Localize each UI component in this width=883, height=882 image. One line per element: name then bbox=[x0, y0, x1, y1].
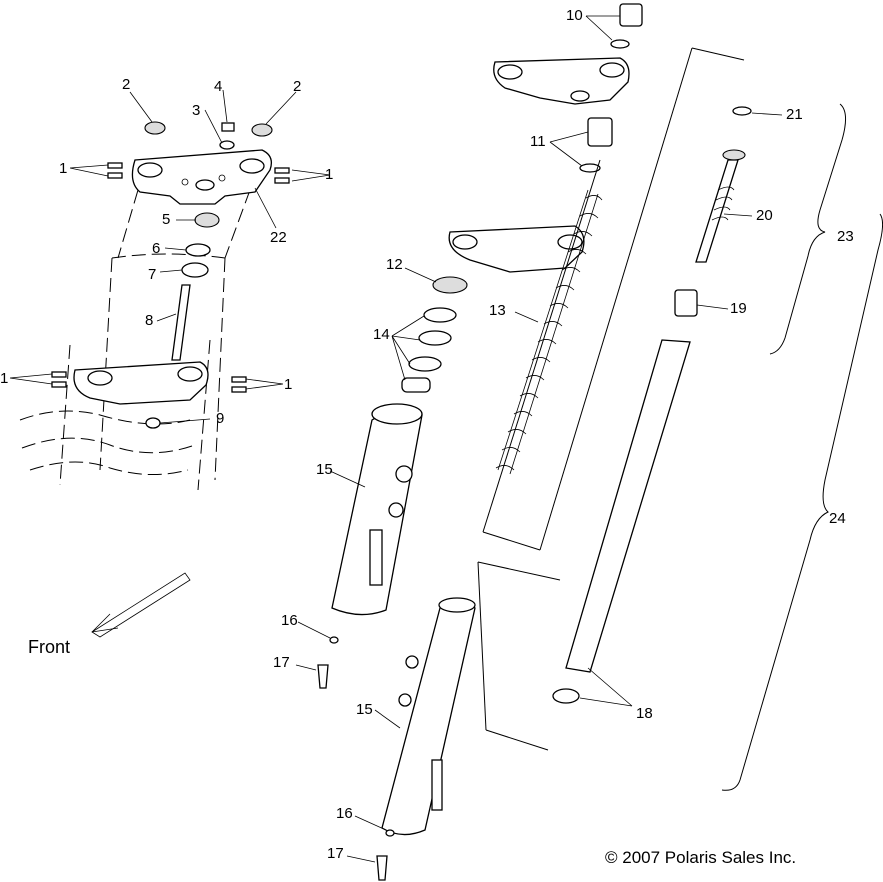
callout-23: 23 bbox=[837, 228, 854, 245]
callout-4: 4 bbox=[214, 78, 223, 95]
bearing-7 bbox=[181, 262, 209, 278]
fork-spring-13 bbox=[495, 189, 603, 475]
bracket-line-b bbox=[539, 47, 693, 551]
bearing-cap-left bbox=[144, 121, 166, 135]
bushing-11 bbox=[587, 117, 613, 147]
damper-spring-20 bbox=[711, 186, 735, 221]
washer-16a bbox=[329, 636, 339, 644]
copyright-notice: © 2007 Polaris Sales Inc. bbox=[605, 848, 797, 867]
callout-15: 15 bbox=[356, 701, 373, 718]
bearing-5 bbox=[194, 212, 220, 228]
seal-6 bbox=[185, 243, 211, 257]
callout-5: 5 bbox=[162, 211, 171, 228]
callout-8: 8 bbox=[145, 312, 154, 329]
bolts-upper bbox=[107, 162, 290, 184]
callout-24: 24 bbox=[829, 510, 846, 527]
callout-16: 16 bbox=[336, 805, 353, 822]
clip-21 bbox=[732, 106, 752, 116]
callout-2: 2 bbox=[122, 76, 131, 93]
callout-22: 22 bbox=[270, 229, 287, 246]
bracket-line-e bbox=[477, 561, 561, 581]
bracket-line-a bbox=[482, 159, 601, 533]
washer-16b bbox=[385, 829, 395, 837]
brace-23 bbox=[769, 103, 846, 355]
steering-stem-8 bbox=[171, 284, 191, 361]
seal-14a bbox=[423, 307, 457, 323]
callout-17: 17 bbox=[327, 845, 344, 862]
seal-14c bbox=[408, 356, 442, 372]
seal-12 bbox=[432, 276, 468, 294]
bushing-19 bbox=[674, 289, 698, 317]
damper-rod-20 bbox=[695, 159, 739, 263]
lower-triple-clamp-center bbox=[448, 225, 585, 273]
callout-21: 21 bbox=[786, 106, 803, 123]
front-direction-label: Front bbox=[28, 637, 71, 657]
callout-2: 2 bbox=[293, 78, 302, 95]
callout-10: 10 bbox=[566, 7, 583, 24]
callout-9: 9 bbox=[216, 410, 225, 427]
bracket-line-d bbox=[691, 47, 745, 61]
callout-18: 18 bbox=[636, 705, 653, 722]
bracket-line-f bbox=[477, 561, 487, 731]
bracket-line-c bbox=[482, 531, 541, 551]
callout-14: 14 bbox=[373, 326, 390, 343]
bushing-18 bbox=[552, 688, 580, 704]
callout-1: 1 bbox=[0, 370, 9, 387]
oring-10 bbox=[610, 39, 630, 49]
oring-11 bbox=[579, 163, 601, 173]
callout-11: 11 bbox=[530, 133, 546, 150]
damper-top-20 bbox=[722, 149, 746, 161]
inner-tube-18 bbox=[565, 339, 691, 673]
callout-16: 16 bbox=[281, 612, 298, 629]
nut-4 bbox=[221, 122, 235, 132]
callout-17: 17 bbox=[273, 654, 290, 671]
washer-3 bbox=[219, 140, 235, 150]
upper-triple-clamp-center bbox=[493, 57, 630, 105]
seal-14b bbox=[418, 330, 452, 346]
bolts-lower bbox=[51, 371, 247, 393]
callout-1: 1 bbox=[284, 376, 293, 393]
lower-triple-clamp-left bbox=[73, 361, 209, 405]
bearing-cap-right bbox=[251, 123, 273, 137]
bushing-14 bbox=[401, 377, 431, 393]
bolt-17b bbox=[376, 855, 388, 881]
cap-10 bbox=[619, 3, 643, 27]
fork-leg-15-upper bbox=[331, 403, 423, 616]
bolt-17a bbox=[317, 664, 329, 689]
callout-13: 13 bbox=[489, 302, 506, 319]
callout-19: 19 bbox=[730, 300, 747, 317]
callout-3: 3 bbox=[192, 102, 201, 119]
brace-24 bbox=[721, 213, 883, 791]
nut-9 bbox=[145, 417, 161, 429]
front-arrow-icon bbox=[91, 572, 191, 638]
callout-1: 1 bbox=[325, 166, 334, 183]
fork-leg-15-lower bbox=[381, 597, 476, 836]
callout-15: 15 bbox=[316, 461, 333, 478]
callout-20: 20 bbox=[756, 207, 773, 224]
front-arrow-head-icon bbox=[91, 613, 119, 633]
upper-triple-clamp-left bbox=[131, 149, 273, 205]
leader-lines bbox=[9, 15, 783, 863]
bracket-line-g bbox=[485, 729, 549, 751]
steering-column-ghost bbox=[19, 189, 251, 491]
callout-6: 6 bbox=[152, 240, 161, 257]
callout-1: 1 bbox=[59, 160, 68, 177]
callout-7: 7 bbox=[148, 266, 157, 283]
callout-12: 12 bbox=[386, 256, 403, 273]
